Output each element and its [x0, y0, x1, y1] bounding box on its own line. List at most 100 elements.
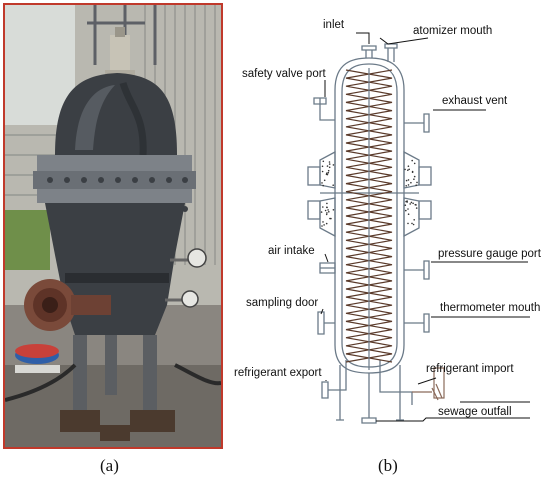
insulation-right-lower — [403, 197, 420, 238]
exhaust-vent-pipe — [404, 113, 430, 133]
ground-objects — [15, 344, 60, 373]
clamp-right-lower — [418, 200, 432, 220]
insulation-dot — [325, 173, 328, 176]
dome-highlight — [75, 85, 115, 150]
insulation-dot — [332, 164, 335, 166]
insulation-dot — [332, 184, 334, 186]
label-air-intake: air intake — [268, 245, 315, 257]
insulation-left-lower — [319, 197, 336, 238]
insulation-dot — [328, 161, 331, 163]
insulation-dot — [323, 179, 326, 182]
insulation-dot — [321, 225, 323, 227]
insulation-dot — [326, 206, 328, 209]
ground-hose — [5, 363, 77, 402]
clamp-right-upper — [418, 166, 432, 186]
insulation-dot — [324, 209, 327, 212]
atomizer-nozzle — [384, 43, 398, 62]
base-blocks — [60, 410, 175, 441]
label-sewage-outfall: sewage outfall — [438, 406, 512, 418]
label-pressure-gauge-port: pressure gauge port — [438, 248, 542, 260]
thermometer-gauge — [165, 290, 199, 308]
insulation-dot — [410, 181, 412, 184]
vessel-band — [65, 273, 169, 283]
caption-b: (b) — [378, 456, 398, 475]
main-flange-bottom — [37, 189, 192, 203]
insulation-dot — [407, 169, 409, 171]
support-legs — [73, 335, 157, 415]
insulation-dot — [407, 179, 410, 181]
label-inlet: inlet — [323, 19, 345, 31]
insulation-dot — [328, 211, 330, 213]
insulation-dot — [407, 222, 409, 225]
insulation-dot — [332, 209, 335, 211]
support-leg-right — [396, 365, 404, 421]
sampling-door-pipe — [317, 311, 335, 335]
insulation-dot — [407, 184, 410, 186]
safety-valve-pipe — [313, 97, 335, 121]
insulation-dot — [413, 175, 416, 178]
insulation-dot — [415, 207, 418, 209]
insulation-dot — [328, 166, 331, 169]
main-flange-top — [37, 155, 192, 171]
refrigerant-import-pipe — [379, 360, 413, 405]
grass-patch — [5, 210, 50, 270]
insulation-dot — [405, 185, 407, 187]
label-exhaust-vent: exhaust vent — [442, 95, 508, 107]
insulation-dot — [411, 222, 413, 225]
insulation-dot — [411, 171, 414, 173]
insulation-dot — [414, 203, 417, 206]
insulation-dot — [322, 184, 324, 187]
insulation-dot — [407, 208, 409, 210]
label-safety-valve-port: safety valve port — [242, 68, 327, 80]
insulation-dot — [327, 209, 329, 211]
leader-lines — [320, 32, 530, 422]
insulation-dot — [412, 223, 415, 226]
reactor-photo-illustration — [5, 5, 221, 447]
insulation-dot — [407, 165, 410, 167]
insulation-dot — [408, 168, 410, 171]
clamp-left-upper — [307, 166, 321, 186]
label-sampling-door: sampling door — [246, 297, 318, 309]
ground-hose-2 — [174, 363, 221, 386]
reactor-photo — [3, 3, 223, 449]
clamp-left-lower — [307, 200, 321, 220]
support-leg-left — [336, 365, 344, 421]
insulation-dot — [326, 165, 329, 167]
insulation-dot — [413, 219, 415, 221]
insulation-dot — [413, 178, 415, 180]
insulation-dot — [327, 169, 330, 172]
insulation-dot — [328, 163, 331, 165]
insulation-dot — [412, 202, 414, 205]
pressure-gauge-pipe — [404, 260, 430, 280]
insulation-dot — [407, 213, 410, 215]
insulation-dot — [322, 206, 324, 208]
insulation-dot — [322, 160, 325, 163]
insulation-dot — [320, 211, 323, 213]
reactor-schematic: inlet atomizer mouth safety valve port e… — [228, 0, 550, 450]
insulation-dot — [406, 200, 408, 202]
inlet-nozzle — [361, 45, 377, 58]
air-intake-pipe — [319, 262, 336, 274]
label-atomizer-mouth: atomizer mouth — [413, 25, 492, 37]
insulation-dot — [404, 204, 407, 206]
vessel-inner-wall — [341, 63, 398, 368]
insulation-dot — [326, 202, 328, 205]
insulation-dot — [329, 217, 331, 220]
insulation-dot — [409, 203, 411, 205]
thermometer-pipe — [404, 313, 430, 333]
label-thermometer-mouth: thermometer mouth — [440, 302, 540, 314]
top-pipes — [87, 5, 157, 65]
sewage-outfall-pipe — [361, 373, 377, 424]
insulation-dot — [321, 165, 324, 168]
heat-exchange-coil-cross — [345, 69, 393, 363]
insulation-dot — [413, 162, 416, 165]
insulation-dots — [320, 159, 418, 227]
insulation-dot — [321, 182, 323, 184]
refrigerant-export-pipe — [321, 360, 347, 399]
label-refrigerant-export: refrigerant export — [234, 367, 322, 379]
heat-exchange-coil — [345, 69, 393, 363]
insulation-dot — [325, 222, 328, 225]
insulation-dot — [410, 201, 413, 204]
insulation-dot — [322, 221, 324, 223]
insulation-dot — [325, 213, 328, 216]
